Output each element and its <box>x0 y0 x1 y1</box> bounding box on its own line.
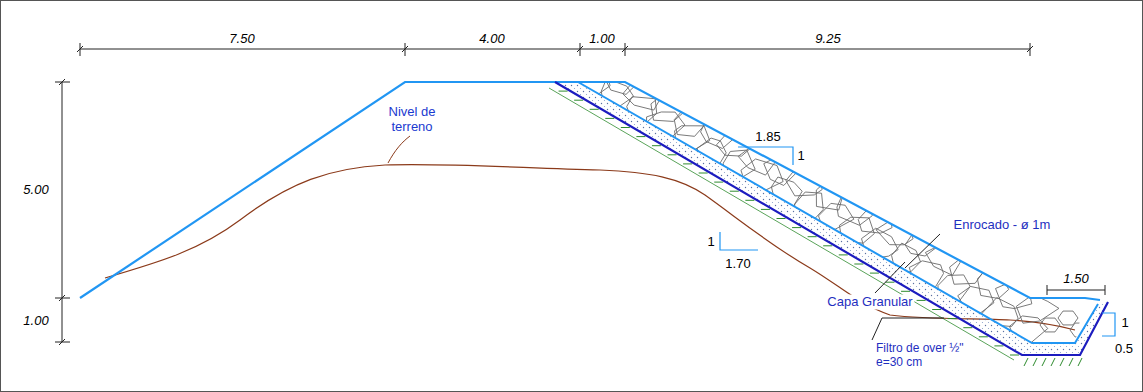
hatch-stroke <box>549 88 1014 360</box>
leader-line <box>882 318 944 319</box>
rockfill <box>570 68 1090 342</box>
dimension-tick <box>1105 285 1106 295</box>
hatch-stroke <box>839 254 848 255</box>
dimension-line <box>80 49 1030 50</box>
hatch-stroke <box>1069 358 1073 366</box>
hatch-stroke <box>963 327 972 328</box>
hatch-stroke <box>1024 358 1028 366</box>
hatch-stroke <box>1042 358 1046 366</box>
hatch-stroke <box>994 345 1003 346</box>
hatch-stroke <box>870 273 879 274</box>
dimension-value: 4.00 <box>479 32 504 47</box>
hatch-stroke <box>1060 358 1064 366</box>
slope-value: 1.85 <box>755 130 780 145</box>
hatch-stroke <box>808 236 817 237</box>
rock-outline <box>982 298 1018 327</box>
material-label: Capa Granular <box>825 295 914 310</box>
hatch-stroke <box>714 182 723 183</box>
slope-symbol <box>738 147 793 165</box>
rock-outline <box>764 156 800 185</box>
dimension-tick <box>1047 285 1048 295</box>
rock-outline <box>819 203 854 229</box>
hatch-stroke <box>745 200 754 201</box>
rock-outline <box>1040 318 1060 332</box>
leader-line <box>872 318 882 340</box>
rock-outline <box>958 286 994 312</box>
filter-top-line <box>578 82 1098 343</box>
hatch-stroke <box>605 118 614 119</box>
rock-outline <box>839 217 874 243</box>
rock-outline <box>674 104 708 137</box>
hatch-stroke <box>1033 358 1037 366</box>
slope-value: 1 <box>797 149 804 164</box>
hatch-stroke <box>574 100 583 101</box>
dimension-value: 1.00 <box>23 314 48 329</box>
leader-line <box>905 234 940 268</box>
hatch-stroke <box>777 218 786 219</box>
hatch-stroke <box>792 227 801 228</box>
dimension-value: 1.00 <box>589 32 614 47</box>
slope-symbol <box>720 232 758 250</box>
slope-value: 0.5 <box>1115 342 1133 357</box>
hatch-stroke <box>761 209 770 210</box>
dimension-line <box>62 82 63 342</box>
slope-value: 1 <box>1121 316 1128 331</box>
hatch-stroke <box>917 300 926 301</box>
hatch-stroke <box>668 154 677 155</box>
material-label: Filtro de over ½" e=30 cm <box>874 342 982 370</box>
leader-line <box>875 262 905 293</box>
hatch-stroke <box>979 336 988 337</box>
slope-value: 1 <box>707 235 714 250</box>
hatch-stroke <box>652 145 661 146</box>
dimension-ticks <box>55 79 70 345</box>
hatch-stroke <box>621 127 630 128</box>
slope-value: 1.70 <box>725 257 750 272</box>
dimension-value: 5.00 <box>23 183 48 198</box>
ground-line <box>105 165 1075 330</box>
hatch-stroke <box>730 191 739 192</box>
hatch-stroke <box>683 163 692 164</box>
hatch-stroke <box>823 245 832 246</box>
hatch-stroke <box>948 318 957 319</box>
hatch-stroke <box>885 282 894 283</box>
hatch-stroke <box>1010 355 1019 356</box>
dimension-value: 7.50 <box>229 32 254 47</box>
hatch-stroke <box>932 309 941 310</box>
rock-outline <box>647 112 685 142</box>
hatch-stroke <box>590 109 599 110</box>
hatch-stroke <box>636 136 645 137</box>
hatch-stroke <box>1051 358 1055 366</box>
hatch-stroke <box>699 173 708 174</box>
dimension-value: 9.25 <box>815 32 840 47</box>
material-label: Enrocado - ø 1m <box>952 218 1053 233</box>
dam-outline <box>80 82 1100 300</box>
filter-layer <box>555 82 1108 355</box>
ground-label: Nivel de terreno <box>380 105 444 135</box>
excavation-line <box>555 82 1108 355</box>
hatch-stroke <box>901 291 910 292</box>
rock-outline <box>938 275 970 301</box>
leader-line <box>388 136 410 163</box>
dimension-line <box>1047 290 1105 291</box>
hatch-stroke <box>854 264 863 265</box>
dimension-ticks <box>77 43 1033 56</box>
dimension-value: 1.50 <box>1063 272 1088 287</box>
slope-symbol <box>1102 313 1115 336</box>
hatch-stroke <box>559 91 568 92</box>
hatch-stroke <box>1078 358 1082 366</box>
